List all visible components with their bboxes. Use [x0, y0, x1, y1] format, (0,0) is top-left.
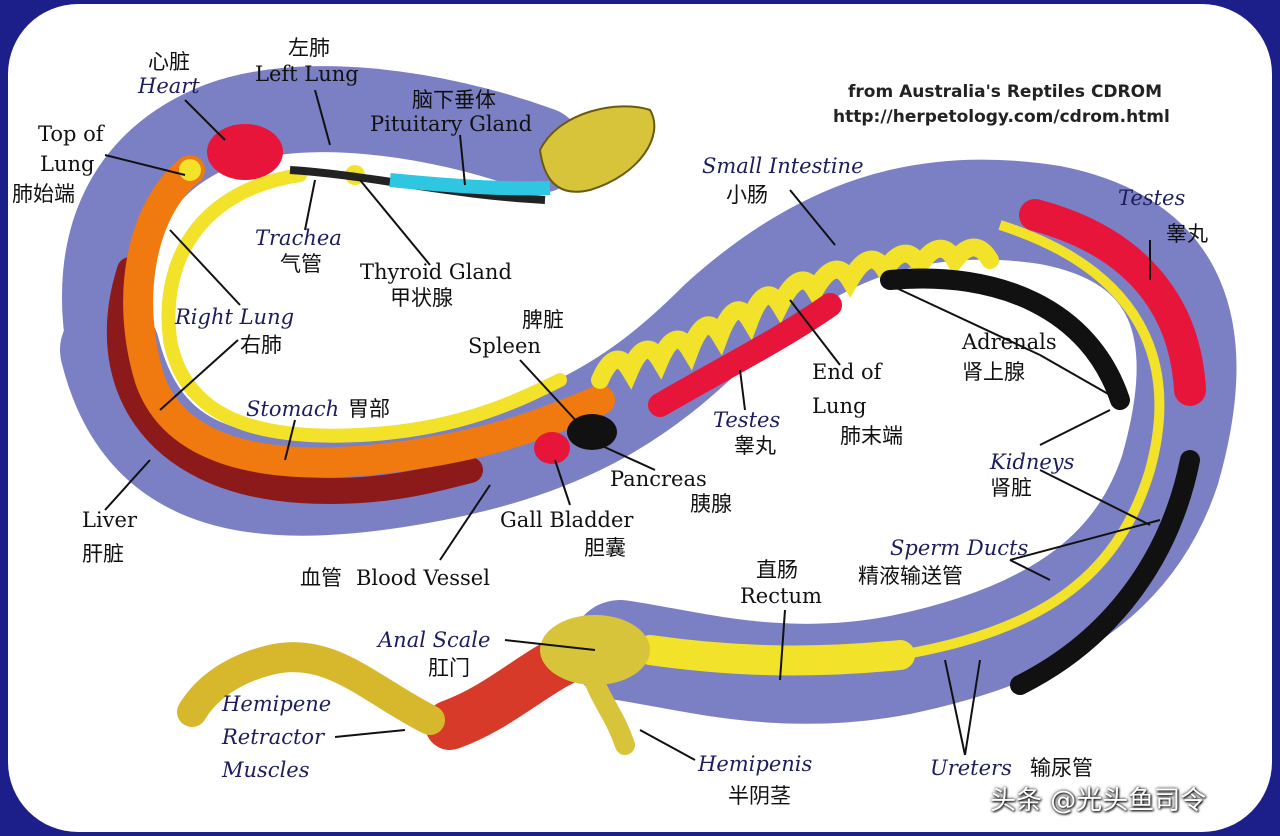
label-hemipene-1: Hemipene [222, 692, 332, 716]
testes-top [1019, 199, 1206, 406]
gall-bladder-organ [534, 432, 570, 464]
yellow-band-front [161, 168, 567, 443]
liver-organ [106, 257, 483, 504]
snake-neck [61, 66, 583, 393]
snake-head [538, 105, 656, 193]
label-kidneys-cn: 肾脏 [990, 476, 1032, 500]
heart-organ [207, 124, 283, 180]
label-ureters-en: Ureters [930, 756, 1012, 780]
lung-top [179, 159, 201, 181]
label-trachea-en: Trachea [255, 226, 342, 250]
label-thyroid-en: Thyroid Gland [360, 260, 512, 284]
label-top-lung-en1: Top of [38, 122, 104, 146]
label-end-lung-en1: End of [812, 360, 882, 384]
rectum-organ [635, 635, 915, 676]
label-sperm-ducts-cn: 精液输送管 [858, 564, 963, 588]
label-thyroid-cn: 甲状腺 [390, 286, 453, 310]
label-hemipenis-en: Hemipenis [698, 752, 813, 776]
label-liver-cn: 肝脏 [82, 542, 124, 566]
label-blood-vessel-cn: 血管 [300, 566, 342, 590]
label-rectum-en: Rectum [740, 584, 822, 608]
label-anal-scale-cn: 肛门 [428, 656, 470, 680]
label-top-lung-cn: 肺始端 [12, 182, 75, 206]
label-testes-top-en: Testes [1118, 186, 1186, 210]
pituitary-organ [389, 173, 551, 196]
leader-lines [104, 89, 1161, 761]
small-intestine [591, 238, 999, 390]
label-heart-en: Heart [138, 74, 200, 98]
label-testes-mid-en: Testes [713, 408, 781, 432]
watermark: 头条 @光头鱼司令 [990, 786, 1207, 816]
label-pituitary-cn: 脑下垂体 [412, 88, 496, 112]
snake-body [60, 159, 1237, 724]
label-blood-vessel-en: Blood Vessel [356, 566, 490, 590]
testes-mid [648, 293, 842, 417]
label-end-lung-en2: Lung [812, 394, 867, 418]
source-url: http://herpetology.com/cdrom.html [833, 107, 1170, 127]
label-sperm-ducts-en: Sperm Ducts [890, 536, 1029, 560]
source-credit: from Australia's Reptiles CDROM [848, 82, 1163, 102]
label-gall-bladder-en: Gall Bladder [500, 508, 634, 532]
label-hemipene-2: Retractor [222, 725, 325, 749]
label-pancreas-cn: 胰腺 [690, 492, 732, 516]
snake-tail [177, 642, 445, 735]
kidney-organ-rear [1010, 450, 1200, 695]
label-testes-mid-cn: 睾丸 [734, 434, 776, 458]
label-ureters-cn: 输尿管 [1030, 756, 1093, 780]
label-small-intestine-en: Small Intestine [702, 154, 864, 178]
label-trachea-cn: 气管 [280, 252, 322, 276]
label-testes-top-cn: 睾丸 [1166, 222, 1208, 246]
label-pituitary-en: Pituitary Gland [370, 112, 533, 136]
label-hemipenis-cn: 半阴茎 [728, 784, 791, 808]
label-right-lung-cn: 右肺 [240, 333, 282, 357]
label-kidneys-en: Kidneys [990, 450, 1075, 474]
label-spleen-en: Spleen [468, 334, 541, 358]
label-liver-en: Liver [82, 508, 137, 532]
label-right-lung-en: Right Lung [175, 305, 295, 329]
label-adrenals-en: Adrenals [962, 330, 1057, 354]
label-gall-bladder-cn: 胆囊 [584, 536, 626, 560]
label-adrenals-cn: 肾上腺 [962, 360, 1025, 384]
kidney-organ [880, 268, 1130, 410]
label-end-lung-cn: 肺末端 [840, 424, 903, 448]
label-rectum-cn: 直肠 [756, 558, 798, 582]
stomach-band [123, 155, 615, 478]
label-anal-scale-en: Anal Scale [378, 628, 491, 652]
label-hemipene-3: Muscles [222, 758, 310, 782]
label-pancreas-en: Pancreas [610, 467, 707, 491]
label-left-lung-cn: 左肺 [288, 36, 330, 60]
label-top-lung-en2: Lung [40, 152, 95, 176]
label-stomach-cn: 胃部 [348, 397, 390, 421]
label-heart-cn: 心脏 [148, 50, 190, 74]
hemipenis-organ [580, 660, 635, 755]
label-left-lung-en: Left Lung [255, 62, 359, 86]
label-small-intestine-cn: 小肠 [726, 183, 768, 207]
label-stomach-en: Stomach [246, 397, 340, 421]
label-spleen-cn: 脾脏 [522, 308, 564, 332]
